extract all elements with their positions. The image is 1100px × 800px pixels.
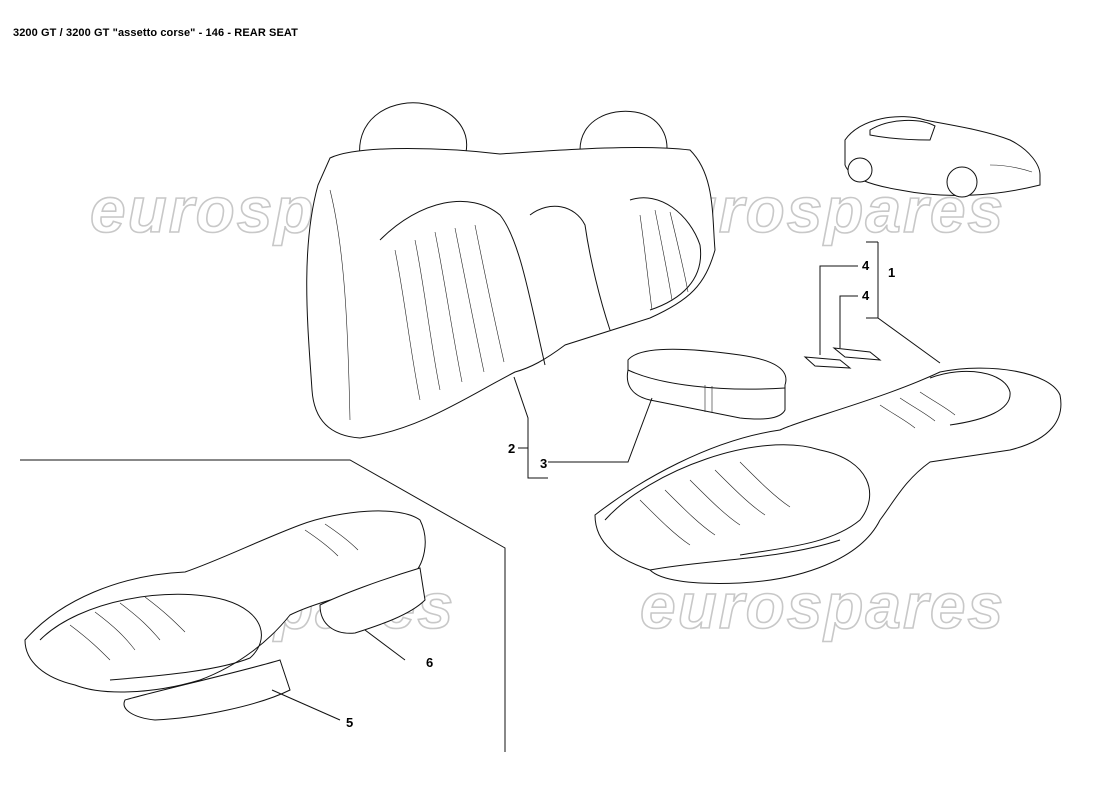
detail-inset [20,459,506,752]
callout-labels: 1 2 3 4 4 5 6 [346,258,895,730]
car-thumbnail [844,116,1041,198]
callout-label: 3 [540,456,547,471]
callout-label: 2 [508,441,515,456]
callout-label: 4 [862,258,870,273]
leader-lines [271,241,941,721]
seat-clips [803,347,882,369]
page-title: 3200 GT / 3200 GT "assetto corse" - 146 … [13,27,298,39]
callout-label: 4 [862,288,870,303]
callout-label: 6 [426,655,433,670]
callout-label: 1 [888,265,895,280]
inset-seat-cushion [24,510,426,721]
callout-label: 5 [346,715,353,730]
seat-cushion [594,367,1062,584]
center-armrest [626,348,787,420]
seat-backrest [306,102,716,439]
